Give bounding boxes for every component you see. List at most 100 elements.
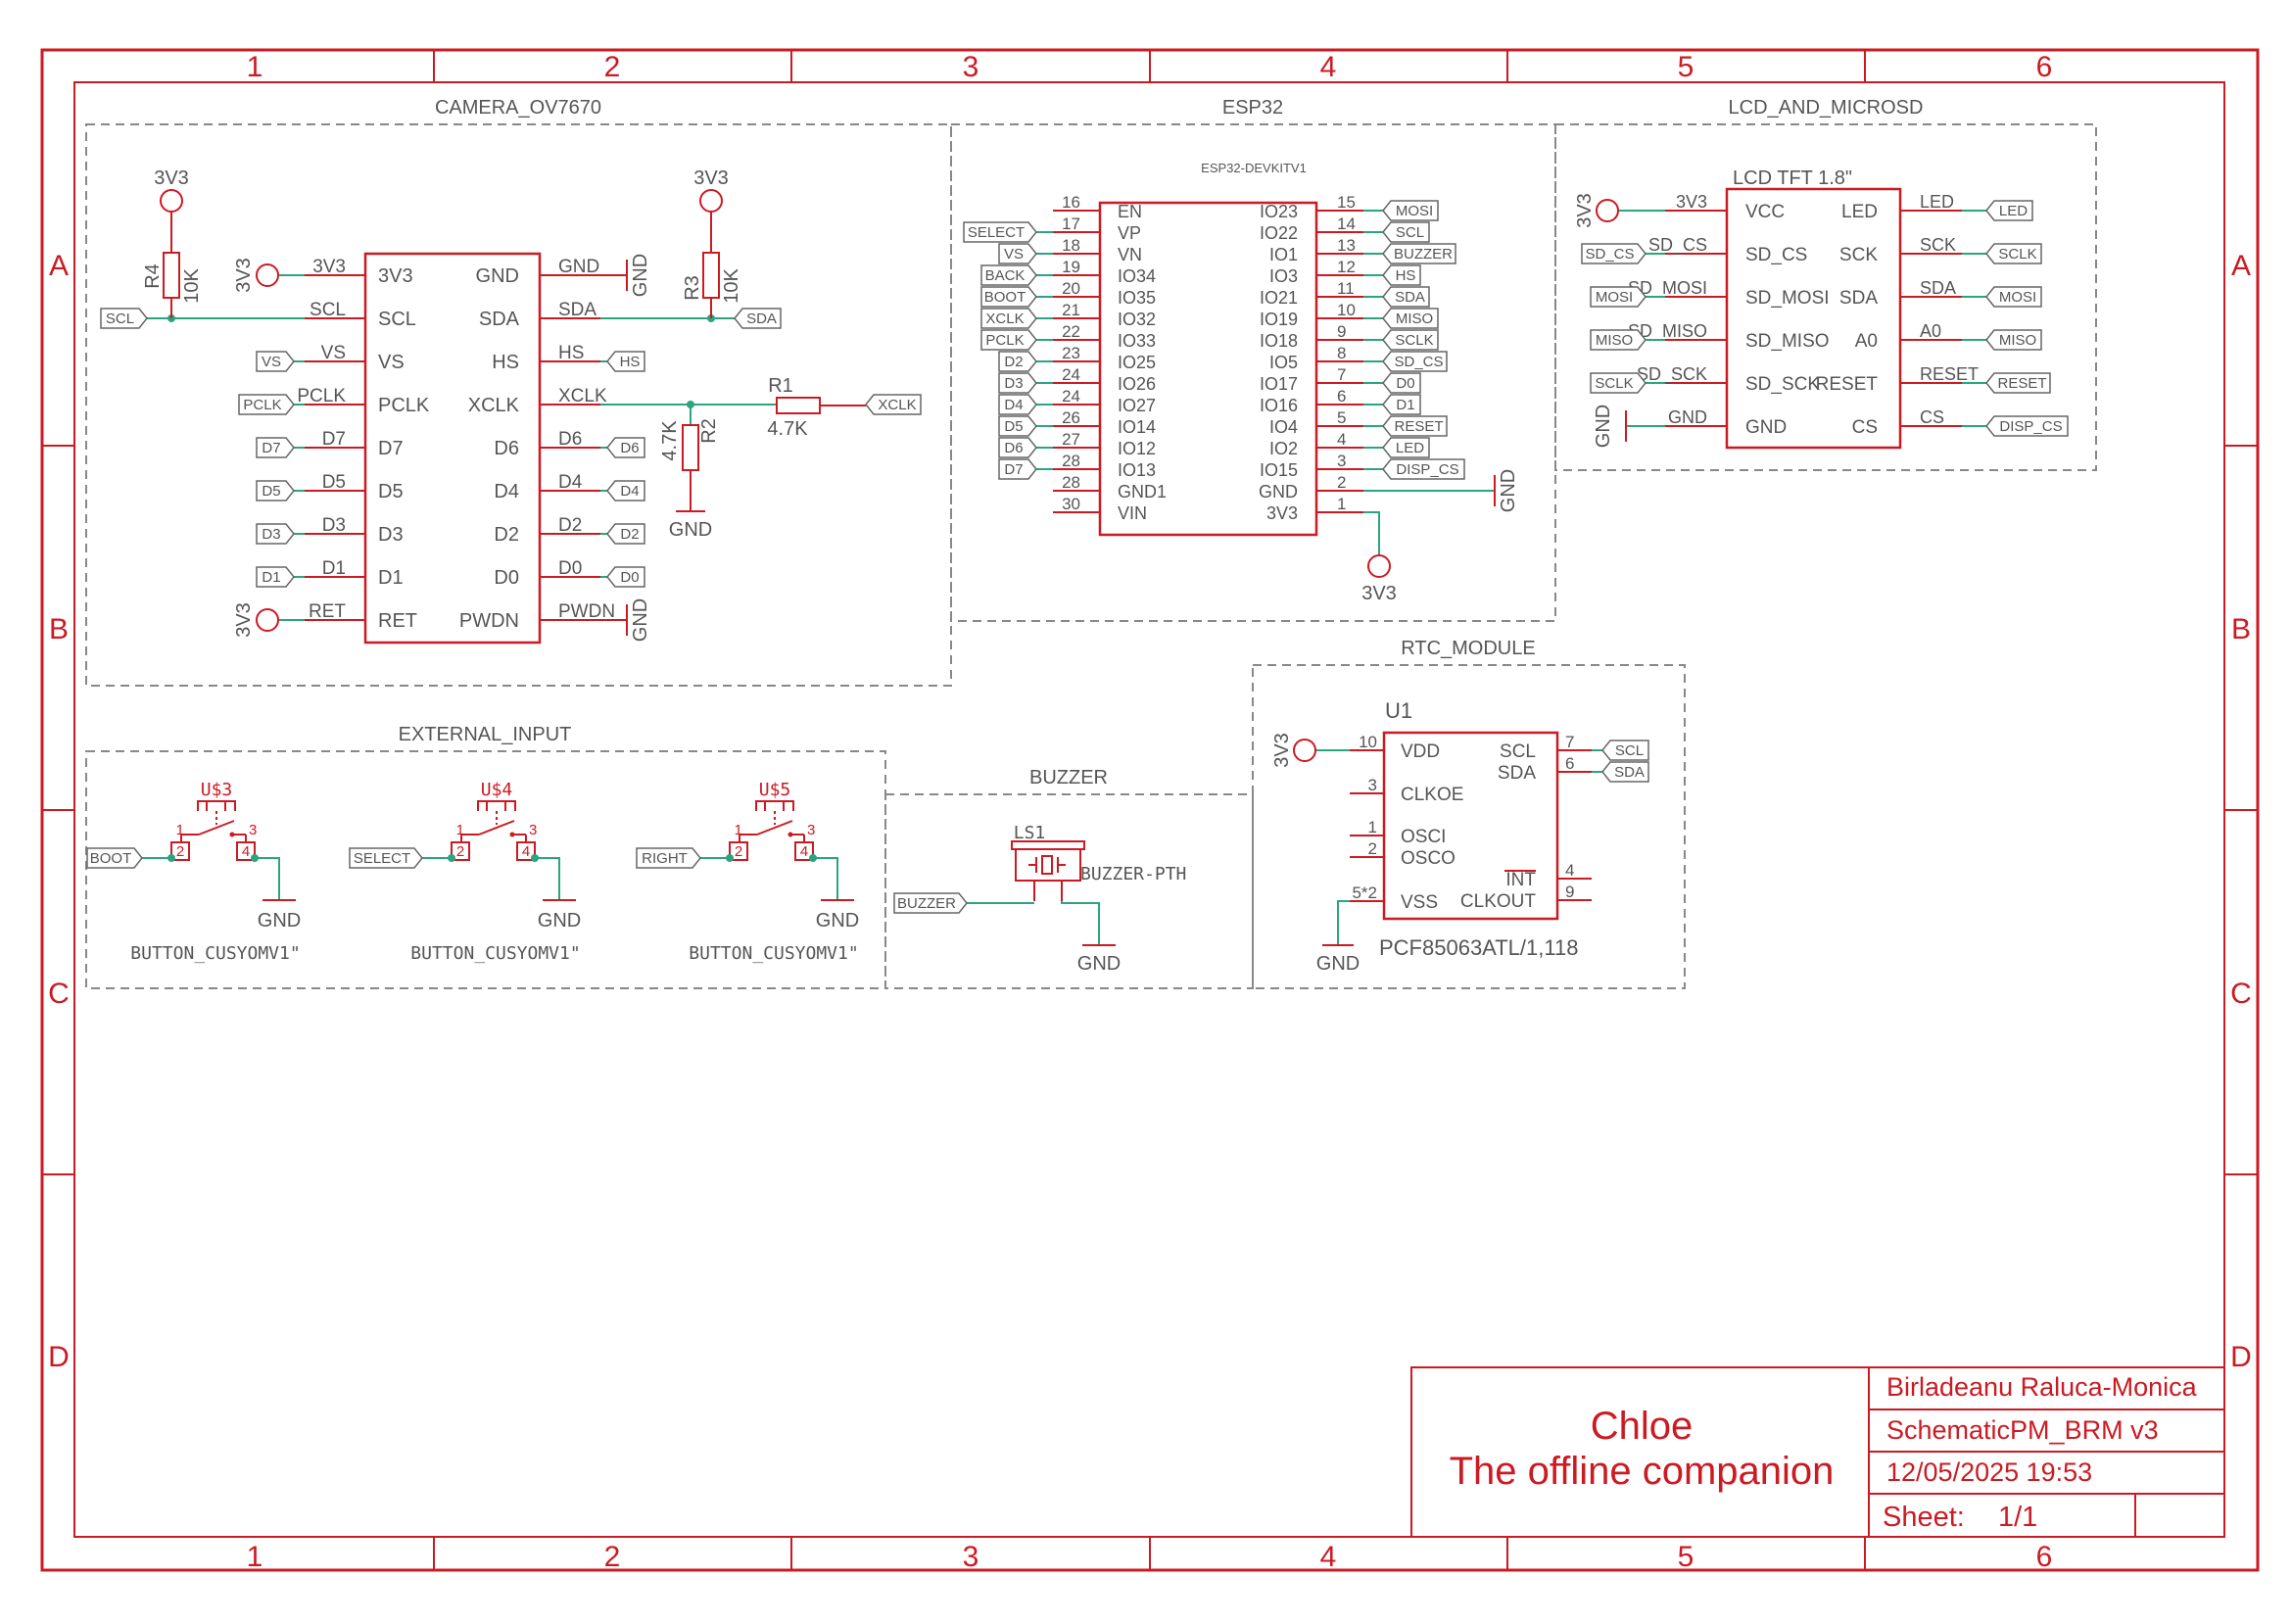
net-label-scl[interactable]: SCL: [100, 308, 148, 329]
net-label-esp32[interactable]: SCL: [1382, 221, 1430, 243]
frame-column-label: 2: [604, 51, 621, 83]
pushbutton-2[interactable]: [451, 800, 536, 861]
esp32-pin-name: IO26: [1118, 374, 1156, 394]
net-label-text: DISP_CS: [1999, 418, 2062, 435]
net-label-esp32[interactable]: D1: [1382, 394, 1421, 415]
net-label-rtc-sda[interactable]: SDA: [1601, 761, 1649, 783]
net-label-esp32[interactable]: VS: [998, 243, 1037, 264]
camera-pin-name: PWDN: [459, 610, 519, 632]
net-label-esp32[interactable]: D2: [998, 351, 1037, 372]
net-label-text: D0: [1396, 375, 1414, 392]
camera-pin-name: D4: [494, 481, 519, 502]
net-label-esp32[interactable]: SELECT: [963, 221, 1037, 243]
net-label-esp32[interactable]: XCLK: [980, 308, 1037, 329]
rtc-pin-name: VDD: [1401, 741, 1440, 762]
net-label-button[interactable]: BOOT: [86, 847, 143, 869]
net-label-esp32[interactable]: D6: [998, 437, 1037, 458]
camera-pin-net: RET: [309, 601, 346, 622]
net-label-esp32[interactable]: MOSI: [1382, 200, 1439, 221]
net-label-text: BACK: [985, 267, 1026, 284]
net-label-lcd[interactable]: DISP_CS: [1985, 415, 2069, 437]
net-label-esp32[interactable]: SDA: [1382, 286, 1430, 308]
camera-pin-name: SDA: [479, 309, 520, 330]
frame-row-label: D: [2230, 1341, 2252, 1373]
power-3v3-symbol: [1293, 739, 1316, 762]
esp32-pin-name: IO33: [1118, 331, 1156, 351]
esp32-pin-name: VN: [1118, 245, 1142, 264]
pushbutton-3[interactable]: [729, 800, 814, 861]
title-date: 12/05/2025 19:53: [1886, 1457, 2092, 1487]
net-label-esp32[interactable]: DISP_CS: [1382, 458, 1465, 480]
esp32-pin-name: IO27: [1118, 396, 1156, 415]
net-label-lcd[interactable]: MOSI: [1985, 286, 2042, 308]
lcd-3v3-label: 3V3: [1574, 193, 1596, 228]
net-label-esp32[interactable]: SCLK: [1382, 329, 1439, 351]
buzzer-ls1[interactable]: [1011, 840, 1085, 901]
esp32-pin-number: 3: [1337, 452, 1346, 470]
esp32-pin-number: 10: [1337, 301, 1356, 319]
net-label-camera[interactable]: D6: [606, 437, 645, 458]
net-label-rtc-scl[interactable]: SCL: [1601, 740, 1649, 761]
net-label-camera[interactable]: HS: [606, 351, 645, 372]
net-label-xclk[interactable]: XCLK: [865, 394, 922, 415]
resistor-r2[interactable]: [676, 406, 705, 512]
net-label-text: BOOT: [984, 289, 1026, 306]
net-label-esp32[interactable]: BUZZER: [1382, 243, 1456, 264]
title-author: Birladeanu Raluca-Monica: [1886, 1372, 2198, 1402]
net-label-esp32[interactable]: D0: [1382, 372, 1421, 394]
net-label-lcd[interactable]: SCLK: [1590, 372, 1647, 394]
lcd-pin-net: GND: [1668, 407, 1707, 427]
net-label-camera[interactable]: D4: [606, 480, 645, 502]
esp32-pin-name: IO16: [1260, 396, 1298, 415]
net-label-camera[interactable]: D2: [606, 523, 645, 545]
net-label-lcd[interactable]: RESET: [1985, 372, 2051, 394]
net-label-esp32[interactable]: LED: [1382, 437, 1430, 458]
net-label-camera[interactable]: D7: [256, 437, 295, 458]
net-label-button[interactable]: SELECT: [349, 847, 423, 869]
net-label-esp32[interactable]: HS: [1382, 264, 1421, 286]
net-label-esp32[interactable]: BACK: [980, 264, 1037, 286]
net-label-camera[interactable]: D1: [256, 566, 295, 588]
junction-dot: [251, 854, 259, 862]
net-label-esp32[interactable]: D4: [998, 394, 1037, 415]
net-label-sda[interactable]: SDA: [734, 308, 782, 329]
net-label-esp32[interactable]: D3: [998, 372, 1037, 394]
net-label-esp32[interactable]: RESET: [1382, 415, 1448, 437]
resistor-r1[interactable]: [776, 397, 866, 414]
net-label-esp32[interactable]: SD_CS: [1382, 351, 1448, 372]
frame-row-label: B: [49, 613, 69, 645]
net-label-lcd[interactable]: MISO: [1985, 329, 2042, 351]
net-label-esp32[interactable]: PCLK: [980, 329, 1037, 351]
net-label-button[interactable]: RIGHT: [636, 847, 701, 869]
r1-name: R1: [768, 375, 793, 397]
net-label-lcd[interactable]: SD_CS: [1581, 243, 1647, 264]
net-label-camera[interactable]: PCLK: [238, 394, 295, 415]
net-label-lcd[interactable]: SCLK: [1985, 243, 2042, 264]
pushbutton-1[interactable]: [170, 800, 256, 861]
net-label-esp32[interactable]: D7: [998, 458, 1037, 480]
net-label-camera[interactable]: VS: [256, 351, 295, 372]
esp32-pin-number: 8: [1337, 344, 1346, 362]
net-label-buzzer[interactable]: BUZZER: [893, 892, 968, 914]
resistor-r4[interactable]: [160, 189, 183, 318]
net-label-esp32[interactable]: BOOT: [980, 286, 1037, 308]
esp32-pin-name: IO17: [1260, 374, 1298, 394]
net-label-camera[interactable]: D0: [606, 566, 645, 588]
net-label-esp32[interactable]: MISO: [1382, 308, 1439, 329]
net-label-camera[interactable]: D3: [256, 523, 295, 545]
lcd-tft-symbol[interactable]: [1725, 187, 1902, 450]
net-label-lcd[interactable]: MISO: [1590, 329, 1647, 351]
net-label-lcd[interactable]: MOSI: [1590, 286, 1647, 308]
net-label-text: D6: [620, 440, 639, 456]
net-label-text: SDA: [1395, 289, 1425, 306]
rtc-pcf85063-symbol[interactable]: [1382, 731, 1559, 921]
esp32-pin-name: VP: [1118, 223, 1141, 243]
resistor-r3[interactable]: [699, 189, 723, 318]
net-label-camera[interactable]: D5: [256, 480, 295, 502]
net-label-lcd[interactable]: LED: [1985, 200, 2033, 221]
lcd-pin-name: SCK: [1839, 245, 1878, 265]
rtc-pin-name: OSCI: [1401, 827, 1446, 847]
net-label-esp32[interactable]: D5: [998, 415, 1037, 437]
lcd-pin-name: SDA: [1839, 288, 1878, 309]
esp32-devkit-symbol[interactable]: [1098, 201, 1318, 537]
